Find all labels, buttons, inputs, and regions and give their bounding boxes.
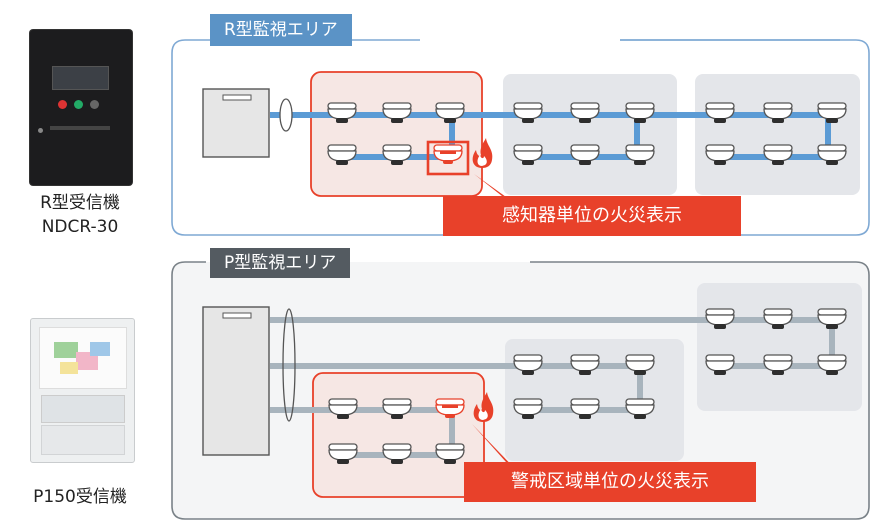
r-fire-highlight <box>426 140 470 176</box>
p-fire-callout: 警戒区域単位の火災表示 <box>464 462 756 502</box>
p-zone-3 <box>697 283 862 411</box>
r-receiver-name: R型受信機 <box>40 193 120 213</box>
p-cable-bundle <box>282 308 296 422</box>
r-zone-3 <box>695 74 860 195</box>
p-fire-zone <box>312 372 485 498</box>
p-receiver-name: P150受信機 <box>33 487 127 507</box>
r-fire-zone <box>310 71 483 197</box>
p-receiver-image <box>30 318 135 463</box>
r-fire-callout: 感知器単位の火災表示 <box>443 196 741 236</box>
p-area-title: P型監視エリア <box>210 248 351 278</box>
r-zone-2 <box>503 74 677 195</box>
p-receiver-box <box>202 306 270 456</box>
r-receiver-model: NDCR-30 <box>41 217 119 237</box>
r-receiver-box <box>202 88 270 158</box>
r-area-title: R型監視エリア <box>210 14 352 46</box>
r-receiver-image <box>30 30 132 185</box>
r-cable-connector <box>279 98 293 132</box>
